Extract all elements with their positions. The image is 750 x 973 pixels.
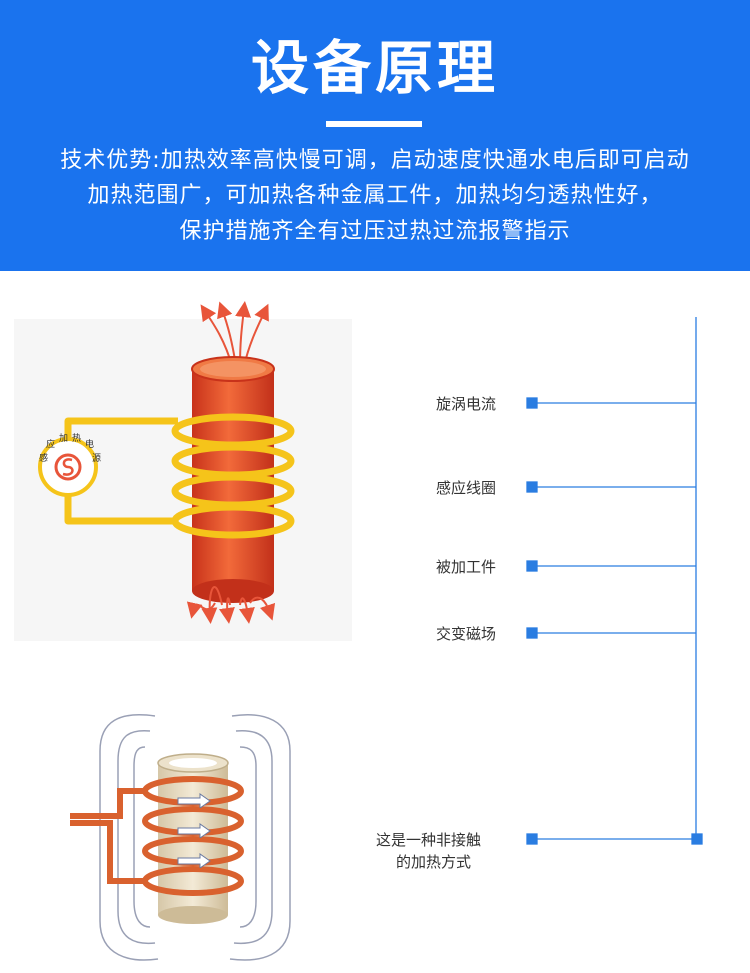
advantage-line-2: 加热范围广，可加热各种金属工件，加热均匀透热性好，	[87, 183, 663, 208]
label-alternating-field: 交变磁场	[436, 625, 497, 643]
label-workpiece: 被加工件	[436, 558, 497, 576]
label-non-contact-line-1: 这是一种非接触	[376, 831, 482, 849]
advantage-line-1: 技术优势:加热效率高快慢可调，启动速度快通水电后即可启动	[60, 148, 690, 173]
field-lines-bottom	[186, 586, 276, 624]
header-banner: 设备原理 技术优势:加热效率高快慢可调，启动速度快通水电后即可启动 加热范围广，…	[0, 0, 750, 271]
badge-char-3: 加	[59, 433, 68, 444]
yellow-induction-coil	[64, 413, 295, 539]
badge-char-1: 感	[39, 452, 48, 464]
badge-char-2: 应	[46, 438, 55, 450]
label-eddy-current: 旋涡电流	[436, 395, 497, 413]
page-title: 设备原理	[250, 34, 499, 102]
badge-char-4: 热	[72, 432, 81, 444]
advantage-line-3: 保护措施齐全有过压过热过流报警指示	[179, 219, 571, 244]
power-source-badge: 感 应 加 热 电 源	[38, 432, 101, 497]
callout-lines	[526, 317, 703, 845]
principle-diagram: 感 应 加 热 电 源	[14, 301, 703, 969]
label-non-contact-heating: 这是一种非接触 的加热方式	[376, 829, 481, 873]
badge-char-5: 电	[85, 438, 94, 450]
bottom-illustration	[48, 691, 338, 969]
title-underline	[326, 121, 422, 127]
label-non-contact-line-2: 的加热方式	[396, 853, 472, 871]
label-induction-coil: 感应线圈	[436, 479, 497, 497]
badge-char-6: 源	[92, 453, 101, 464]
